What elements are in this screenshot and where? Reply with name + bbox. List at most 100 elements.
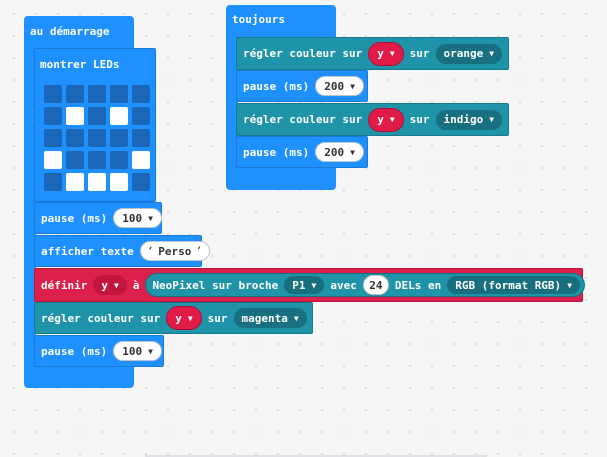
show-string-input[interactable]: ‘Perso’ xyxy=(139,241,210,261)
variable-name: y xyxy=(175,311,182,325)
led-cell-2-3[interactable] xyxy=(110,129,128,147)
led-count-input[interactable]: 24 xyxy=(362,275,389,295)
show-string-label: afficher texte xyxy=(41,244,134,258)
led-cell-3-4[interactable] xyxy=(132,151,150,169)
neopixel-create-label: NeoPixel sur broche xyxy=(152,278,279,292)
show-string-block[interactable]: afficher texte ‘Perso’ xyxy=(34,235,210,267)
set-color-block[interactable]: régler couleur sur y ▼ sur orange ▼ xyxy=(236,37,509,70)
pause-block[interactable]: pause (ms) 100 ▼ xyxy=(34,202,162,234)
set-variable-block[interactable]: définir y ▼ à NeoPixel sur broche P1 ▼ a… xyxy=(34,268,586,302)
variable-dropdown[interactable]: y ▼ xyxy=(166,306,202,330)
led-cell-0-1[interactable] xyxy=(66,85,84,103)
pin-value: P1 xyxy=(292,278,306,292)
led-cell-1-2[interactable] xyxy=(88,107,106,125)
pause-block[interactable]: pause (ms) 200 ▼ xyxy=(236,136,368,168)
dropdown-arrow-icon: ▼ xyxy=(567,280,573,290)
led-cell-3-2[interactable] xyxy=(88,151,106,169)
pause-block[interactable]: pause (ms) 100 ▼ xyxy=(34,335,164,367)
color-dropdown[interactable]: magenta ▼ xyxy=(233,308,307,328)
led-cell-1-3[interactable] xyxy=(110,107,128,125)
led-cell-0-4[interactable] xyxy=(132,85,150,103)
set-to-label: à xyxy=(132,278,140,292)
dropdown-arrow-icon: ▼ xyxy=(389,49,395,58)
variable-name: y xyxy=(101,278,108,292)
led-cell-2-1[interactable] xyxy=(66,129,84,147)
pin-dropdown[interactable]: P1 ▼ xyxy=(284,276,325,294)
leds-in-label: DELs en xyxy=(394,278,442,292)
led-cell-0-3[interactable] xyxy=(110,85,128,103)
led-cell-4-3[interactable] xyxy=(110,173,128,191)
on-start-hat[interactable] xyxy=(24,16,134,50)
led-cell-4-2[interactable] xyxy=(88,173,106,191)
forever-hat[interactable] xyxy=(226,5,336,39)
horizontal-scrollbar[interactable] xyxy=(145,455,487,457)
pause-label: pause (ms) xyxy=(41,344,108,358)
pause-block[interactable]: pause (ms) 200 ▼ xyxy=(236,70,368,102)
forever-bottom-cap xyxy=(226,168,336,190)
color-dropdown[interactable]: orange ▼ xyxy=(435,43,503,64)
dropdown-arrow-icon: ▼ xyxy=(148,213,153,223)
pause-label: pause (ms) xyxy=(243,79,310,93)
variable-name: y xyxy=(377,113,384,126)
pause-value: 100 xyxy=(122,211,143,225)
led-cell-4-4[interactable] xyxy=(132,173,150,191)
forever-label: toujours xyxy=(232,13,285,26)
forever-spine xyxy=(226,37,238,177)
led-cell-4-1[interactable] xyxy=(66,173,84,191)
set-variable-label: définir xyxy=(41,278,88,292)
pause-value: 200 xyxy=(324,79,345,93)
led-cell-1-4[interactable] xyxy=(132,107,150,125)
dropdown-arrow-icon: ▼ xyxy=(187,313,193,323)
led-cell-4-0[interactable] xyxy=(44,173,62,191)
variable-dropdown[interactable]: y ▼ xyxy=(93,275,127,295)
color-dropdown[interactable]: indigo ▼ xyxy=(435,109,503,130)
with-label: avec xyxy=(330,278,357,292)
led-cell-3-0[interactable] xyxy=(44,151,62,169)
led-cell-3-3[interactable] xyxy=(110,151,128,169)
mode-dropdown[interactable]: RGB (format RGB) ▼ xyxy=(447,276,581,294)
dropdown-arrow-icon: ▼ xyxy=(293,313,299,323)
pause-value: 200 xyxy=(324,145,345,159)
variable-dropdown[interactable]: y ▼ xyxy=(368,41,404,66)
show-string-value: Perso xyxy=(158,244,192,258)
dropdown-arrow-icon: ▼ xyxy=(148,346,153,356)
led-grid[interactable] xyxy=(44,85,150,191)
dropdown-arrow-icon: ▼ xyxy=(350,147,355,157)
mode-value: RGB (format RGB) xyxy=(455,278,562,292)
on-label: sur xyxy=(207,311,228,325)
set-color-block[interactable]: régler couleur sur y ▼ sur indigo ▼ xyxy=(236,103,509,136)
dropdown-arrow-icon: ▼ xyxy=(389,115,395,124)
pause-value: 100 xyxy=(122,344,143,358)
led-cell-2-2[interactable] xyxy=(88,129,106,147)
pause-value-dropdown[interactable]: 100 ▼ xyxy=(113,341,162,361)
led-count-value: 24 xyxy=(369,278,383,292)
pause-value-dropdown[interactable]: 200 ▼ xyxy=(315,142,364,162)
led-cell-0-0[interactable] xyxy=(44,85,62,103)
dropdown-arrow-icon: ▼ xyxy=(489,49,495,58)
open-quote-icon: ‘ xyxy=(148,245,153,257)
color-value: indigo xyxy=(443,113,484,126)
dropdown-arrow-icon: ▼ xyxy=(489,115,495,124)
led-cell-0-2[interactable] xyxy=(88,85,106,103)
led-cell-2-0[interactable] xyxy=(44,129,62,147)
pause-value-dropdown[interactable]: 200 ▼ xyxy=(315,76,364,96)
variable-dropdown[interactable]: y ▼ xyxy=(368,107,404,132)
set-color-label: régler couleur sur xyxy=(243,113,363,126)
led-cell-1-1[interactable] xyxy=(66,107,84,125)
pause-label: pause (ms) xyxy=(41,211,108,225)
led-cell-2-4[interactable] xyxy=(132,129,150,147)
led-cell-1-0[interactable] xyxy=(44,107,62,125)
show-leds-label: montrer LEDs xyxy=(40,58,120,71)
on-start-label: au démarrage xyxy=(30,25,110,38)
pause-value-dropdown[interactable]: 100 ▼ xyxy=(113,208,162,228)
set-color-label: régler couleur sur xyxy=(41,311,161,325)
neopixel-create-block[interactable]: NeoPixel sur broche P1 ▼ avec 24 DELs en… xyxy=(145,273,586,297)
set-color-block[interactable]: régler couleur sur y ▼ sur magenta ▼ xyxy=(34,302,313,334)
on-label: sur xyxy=(409,47,430,60)
dropdown-arrow-icon: ▼ xyxy=(350,81,355,91)
variable-name: y xyxy=(377,47,384,60)
on-label: sur xyxy=(409,113,430,126)
on-start-bottom-cap xyxy=(24,366,134,388)
led-cell-3-1[interactable] xyxy=(66,151,84,169)
on-start-spine xyxy=(24,48,36,378)
